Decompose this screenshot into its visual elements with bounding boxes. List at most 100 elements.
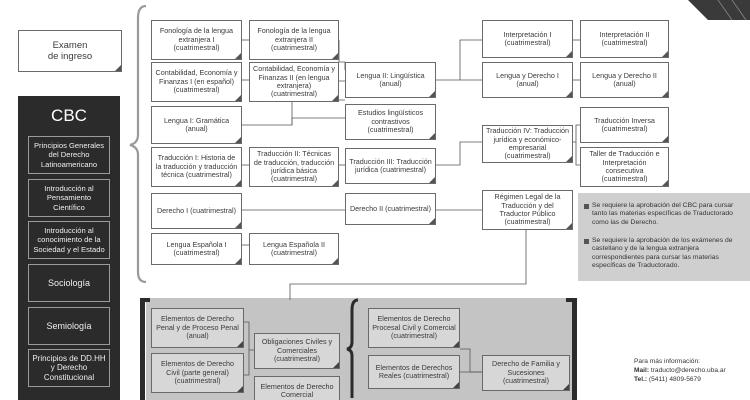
corner-mark (237, 386, 243, 392)
corner-mark (235, 53, 241, 59)
subject-label: Lengua Española I (cuatrimestral) (166, 239, 227, 257)
note-text: Se requiere la aprobación de los exámene… (592, 237, 733, 270)
corner-mark (429, 91, 435, 97)
subject-box: Derecho II (cuatrimestral) (345, 193, 436, 225)
subject-box: Derecho I (cuatrimestral) (151, 193, 242, 229)
subject-label: Derecho de Familia y Sucesiones (cuatrim… (492, 359, 560, 386)
corner-mark (332, 258, 338, 264)
corner-mark (662, 180, 668, 186)
cbc-item: Principios de DD.HH y Derecho Constituci… (28, 349, 110, 387)
subject-label: Interpretación I (cuatrimestral) (503, 29, 552, 47)
cbc-item: Introducción al Pensamiento Científico (28, 179, 110, 217)
subject-box: Lengua y Derecho II (anual) (580, 62, 669, 98)
subject-box: Lengua I: Gramática (anual) (151, 106, 242, 144)
corner-mark (115, 65, 121, 71)
subject-label: Elementos de Derecho Procesal Civil y Co… (372, 314, 456, 341)
subject-label: Traducción Inversa (cuatrimestral) (594, 115, 655, 133)
subject-label: Elementos de Derecho Penal y de Proceso … (156, 314, 239, 341)
subject-box: Traducción IV: Traducción jurídica y eco… (482, 125, 573, 163)
corner-mark (566, 223, 572, 229)
subject-label: Estudios lingüísticos contrastivos (cuat… (357, 108, 424, 135)
corner-mark (429, 133, 435, 139)
subject-box: Elementos de Derechos Reales (cuatrimest… (368, 355, 460, 389)
corner-mark (566, 91, 572, 97)
examen-ingreso-box: Examen de ingreso (18, 30, 122, 72)
subject-label: Traducción II: Técnicas de traducción, t… (253, 149, 335, 184)
cbc-item: Introducción al conocimiento de la Socie… (28, 221, 110, 259)
subject-box: Traducción Inversa (cuatrimestral) (580, 107, 669, 143)
corner-mark (563, 384, 569, 390)
note-bullet-icon (584, 204, 589, 209)
corner-mark (429, 218, 435, 224)
subject-label: Traducción IV: Traducción jurídica y eco… (486, 126, 569, 161)
subject-box: Elementos de Derecho Civil (parte genera… (151, 353, 244, 393)
subject-label: Fonología de la lengua extranjera I (cua… (159, 26, 234, 53)
lower-right-bracket-top (566, 298, 576, 302)
subject-box: Régimen Legal de la Traducción y del Tra… (482, 190, 573, 230)
subject-box: Elementos de Derecho Comercial (254, 376, 340, 400)
subject-label: Contabilidad, Economía y Finanzas II (en… (253, 64, 335, 99)
subject-label: Taller de Traducción e Interpretación co… (589, 149, 660, 184)
corner-mark (235, 258, 241, 264)
tel-label: Tel.: (634, 375, 648, 383)
corner-mark (332, 95, 338, 101)
subject-box: Fonología de la lengua extranjera I (cua… (151, 20, 242, 60)
subject-box: Obligaciones Civiles y Comerciales (cuat… (254, 333, 340, 369)
subject-box: Lengua II: Lingüística (anual) (345, 62, 436, 98)
corner-mark (662, 51, 668, 57)
corner-mark (235, 180, 241, 186)
subject-label: Elementos de Derecho Comercial (260, 381, 334, 399)
note-text: Se requiere la aprobación del CBC para c… (592, 202, 734, 226)
mail-value[interactable]: traducto@derecho.uba.ar (650, 366, 726, 374)
subject-box: Contabilidad, Economía y Finanzas II (en… (249, 62, 339, 102)
subject-box: Estudios lingüísticos contrastivos (cuat… (345, 104, 436, 140)
corner-mark (332, 53, 338, 59)
subject-label: Derecho II (cuatrimestral) (349, 203, 432, 213)
cbc-panel: CBC Principios Generales del Derecho Lat… (18, 96, 120, 400)
tel-value: (5411) 4809-5679 (648, 375, 701, 383)
subject-box: Fonología de la lengua extranjera II (cu… (249, 20, 339, 60)
subject-box: Interpretación I (cuatrimestral) (482, 20, 573, 58)
examen-ingreso-label: Examen de ingreso (47, 39, 93, 62)
subject-label: Obligaciones Civiles y Comerciales (cuat… (261, 337, 333, 364)
subject-label: Traducción I: Historia de la traducción … (155, 153, 238, 180)
corner-mark (662, 136, 668, 142)
corner-mark (332, 180, 338, 186)
corner-mark (333, 362, 339, 368)
subject-box: Traducción II: Técnicas de traducción, t… (249, 147, 339, 187)
subject-box: Elementos de Derecho Procesal Civil y Co… (368, 308, 460, 348)
subject-label: Lengua II: Lingüística (anual) (356, 70, 425, 88)
corner-mark (662, 91, 668, 97)
subject-label: Interpretación II (cuatrimestral) (599, 29, 650, 47)
subject-label: Derecho I (cuatrimestral) (156, 205, 237, 215)
subject-label: Contabilidad, Economía y Finanzas I (en … (155, 68, 238, 95)
subject-box: Interpretación II (cuatrimestral) (580, 20, 669, 58)
lower-left-bracket-top (140, 298, 150, 302)
corner-mark (453, 382, 459, 388)
subject-box: Lengua y Derecho I (anual) (482, 62, 573, 98)
corner-mark (235, 222, 241, 228)
subject-box: Traducción I: Historia de la traducción … (151, 147, 242, 187)
subject-box: Elementos de Derecho Penal y de Proceso … (151, 308, 244, 348)
subject-box: Contabilidad, Economía y Finanzas I (en … (151, 62, 242, 102)
cbc-item: Sociología (28, 264, 110, 302)
subject-label: Régimen Legal de la Traducción y del Tra… (494, 192, 561, 227)
corner-mark (235, 95, 241, 101)
subject-label: Lengua y Derecho I (anual) (496, 70, 559, 88)
cbc-title: CBC (51, 106, 87, 125)
subject-box: Derecho de Familia y Sucesiones (cuatrim… (482, 355, 570, 391)
lower-middle-brace (346, 298, 359, 398)
subject-label: Elementos de Derecho Civil (parte genera… (160, 359, 235, 386)
contact-info: Para más información: Mail: traducto@der… (634, 358, 749, 385)
subject-label: Lengua Española II (cuatrimestral) (263, 239, 325, 257)
corner-mark (235, 137, 241, 143)
decorative-corner (688, 0, 750, 20)
subject-box: Traducción III: Traducción jurídica (cua… (345, 148, 436, 184)
subject-label: Elementos de Derechos Reales (cuatrimest… (375, 362, 453, 380)
corner-mark (237, 341, 243, 347)
corner-mark (566, 156, 572, 162)
lower-right-bracket (572, 298, 577, 400)
corner-mark (429, 177, 435, 183)
subject-box: Taller de Traducción e Interpretación co… (580, 147, 669, 187)
